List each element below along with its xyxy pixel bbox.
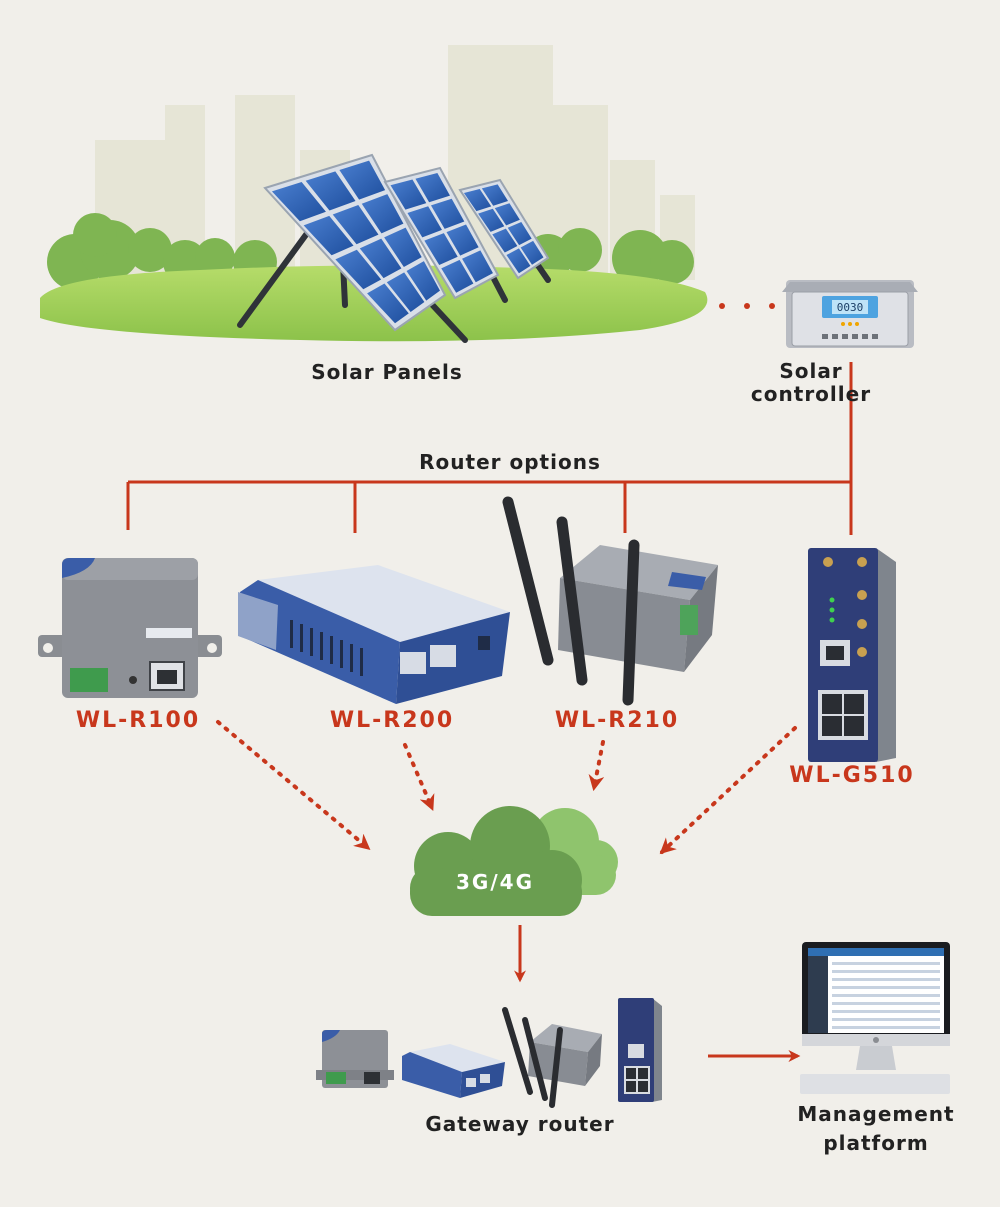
solar-cell (430, 198, 465, 229)
solar-cell (303, 215, 354, 256)
solar-cell (339, 160, 386, 200)
solar-cell (332, 205, 379, 245)
router-wl-g510-label: WL-G510 (789, 763, 915, 788)
solar-cell (407, 206, 442, 238)
solar-cell (492, 228, 518, 253)
solar-panels-label: Solar Panels (311, 360, 463, 384)
solar-cell (386, 272, 425, 312)
router-wl-r210-image (502, 496, 718, 706)
solar-controller-device: 0030 (782, 280, 918, 348)
router-options-connector (126, 362, 853, 535)
router-wl-r200-label: WL-R200 (329, 708, 455, 733)
solar-cell (305, 171, 356, 211)
gateway-router-images (316, 998, 662, 1108)
solar-cell (361, 194, 404, 234)
network-label: 3G/4G (456, 870, 534, 894)
solar-panel-array (263, 153, 550, 332)
trees (47, 213, 694, 290)
solar-cell (406, 261, 440, 301)
solar-cell (384, 227, 422, 267)
router-to-network-arrows (216, 720, 797, 855)
solar-panels-illustration (40, 45, 708, 343)
solar-cell (359, 238, 402, 279)
solar-cell (494, 203, 520, 226)
router-options-label: Router options (419, 450, 601, 474)
management-platform-label-line1: Management (797, 1102, 955, 1126)
router-wl-g510-image (808, 548, 896, 762)
solar-cell (463, 188, 492, 212)
gateway-router-label: Gateway router (425, 1112, 615, 1136)
router-wl-r100-image (38, 558, 222, 698)
solar-cell (478, 208, 505, 232)
management-platform-label-line2: platform (823, 1131, 929, 1155)
solar-cell (520, 240, 544, 265)
solar-controller-label-line1: Solar (779, 359, 843, 383)
solar-controller-label-line2: controller (750, 382, 872, 406)
solar-cell (462, 250, 493, 283)
solar-cell (506, 248, 531, 274)
solar-cell (271, 182, 326, 222)
router-wl-r210-label: WL-R210 (554, 708, 680, 733)
solar-cell (481, 184, 509, 206)
controller-display-readout: 0030 (837, 301, 864, 314)
network-cloud (410, 806, 618, 916)
router-wl-r200-image (238, 565, 510, 704)
solar-cell (446, 224, 479, 256)
solar-cell (424, 233, 458, 266)
solar-cell (441, 259, 474, 293)
router-wl-r100-label: WL-R100 (75, 708, 201, 733)
solar-cell (390, 179, 427, 210)
solar-cell (507, 222, 532, 246)
solar-cell (367, 283, 409, 324)
solar-cell (335, 249, 382, 290)
management-platform-monitor (800, 942, 950, 1094)
solar-cell (415, 172, 450, 203)
panel-controller-link (719, 303, 775, 309)
